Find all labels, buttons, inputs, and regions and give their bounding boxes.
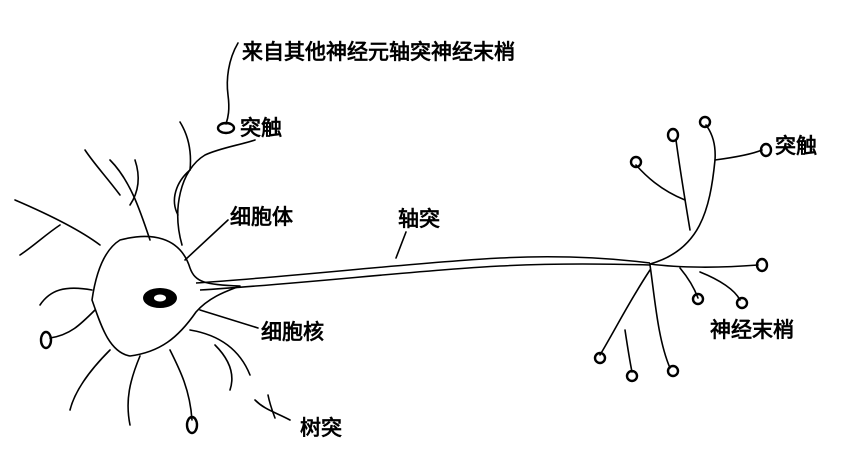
nucleus-label: 细胞核 [261,320,324,344]
synapse-knob-left [39,330,53,350]
synapse-label-right: 突触 [775,134,817,158]
synapse-knob-bottom [185,415,199,435]
cell-body-outline [91,235,241,357]
from-other-neuron-label: 来自其他神经元轴突神经末梢 [242,40,515,64]
axon-label: 轴突 [398,207,440,231]
incoming-axon [225,42,239,125]
dendrite [177,139,256,246]
synapse-label-upper: 突触 [240,116,282,140]
synapse-knob-top [216,121,236,135]
dendrite-label: 树突 [300,416,342,440]
cell-body-label: 细胞体 [230,205,293,229]
nucleolus [154,294,166,302]
axon-terminal [649,124,716,265]
axon [195,256,651,284]
axon-terminals-label: 神经末梢 [710,318,794,342]
